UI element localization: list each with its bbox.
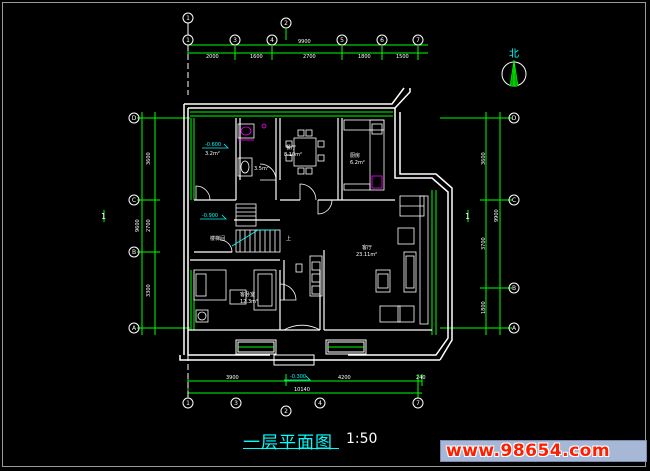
axis-right-A: A [512, 325, 517, 332]
staircase [231, 203, 281, 253]
bottom-dim-total: 10140 [294, 387, 310, 393]
storage-area: 3.5m² [254, 166, 269, 172]
left-dim-2: 2700 [146, 219, 152, 232]
right-dimension-chain [440, 112, 512, 335]
right-axis-bubbles [508, 112, 520, 334]
axis-top-3: 3 [233, 37, 237, 44]
living-room-furniture [375, 195, 429, 325]
dining-area: 8.10m² [284, 152, 302, 158]
axis-bottom-7: 7 [416, 400, 420, 407]
living-area: 23.11m² [356, 252, 377, 258]
drawing-scale: 1:50 [346, 431, 378, 447]
level-mid: -0.900 [202, 213, 218, 219]
interior-walls [188, 118, 432, 331]
top-dim-3: 2700 [303, 54, 316, 60]
right-dim-1: 3600 [481, 152, 487, 165]
bath-area: 3.2m² [205, 151, 220, 157]
axis-top-4: 4 [270, 37, 274, 44]
section-mark-left: 1 [101, 212, 106, 221]
title-underline [243, 448, 339, 449]
dining-label: 餐厅 [286, 144, 296, 151]
axis-left-A: A [132, 325, 137, 332]
up-arrow-label: 上 [286, 235, 291, 242]
left-dimension-chain [103, 112, 190, 335]
exterior-windows [190, 111, 437, 335]
axis-top-1: 1 [186, 37, 190, 44]
axis-top-1-upper: 1 [186, 15, 190, 22]
axis-top-6: 6 [380, 37, 384, 44]
axis-left-C: C [132, 197, 136, 204]
axis-right-D: D [512, 115, 517, 122]
level-entry: -0.300 [290, 374, 306, 380]
dining-table [285, 129, 325, 175]
top-dim-1: 2000 [206, 54, 219, 60]
drawing-title: 一层平面图 [243, 433, 333, 453]
right-dim-3: 1800 [481, 301, 487, 314]
top-dim-2: 1600 [250, 54, 263, 60]
top-axis-bubbles [182, 12, 424, 95]
stair-label: 楼梯间 [210, 235, 225, 242]
axis-bottom-2: 2 [284, 408, 288, 415]
left-dim-1: 3600 [146, 152, 152, 165]
bottom-dim-2: 4200 [338, 375, 351, 381]
left-dim-3: 3300 [146, 284, 152, 297]
bottom-dim-1: 3900 [226, 375, 239, 381]
right-dim-total: 9900 [494, 209, 500, 222]
left-dim-total: 9600 [135, 219, 141, 232]
axis-right-C: C [512, 197, 516, 204]
bedroom-label: 客卧室 [240, 291, 255, 298]
axis-top-2: 2 [284, 20, 288, 27]
bottom-dim-3: 240 [416, 375, 426, 381]
axis-left-B: B [132, 249, 136, 256]
kitchen-label: 厨房 [350, 152, 360, 159]
north-label: 北 [509, 48, 519, 60]
axis-bottom-1: 1 [186, 400, 190, 407]
exterior-walls [179, 87, 453, 361]
level-upper: -0.600 [205, 142, 221, 148]
bedroom-furniture [193, 269, 277, 323]
north-arrow [501, 59, 527, 87]
kitchen-area: 6.2m² [350, 160, 365, 166]
axis-bottom-4: 4 [318, 400, 322, 407]
axis-top-5: 5 [340, 37, 344, 44]
bottom-axis-bubbles [182, 355, 424, 417]
axis-right-B: B [512, 285, 516, 292]
top-dim-4: 1800 [358, 54, 371, 60]
section-mark-right: 1 [465, 212, 470, 221]
top-dim-total: 9900 [298, 39, 311, 45]
bathroom-fixtures [237, 123, 267, 177]
top-dim-5: 1500 [396, 54, 409, 60]
living-label: 客厅 [362, 244, 372, 251]
doors [195, 163, 333, 331]
hall-cabinet [295, 255, 323, 297]
watermark-bar [440, 440, 647, 462]
right-dim-2: 3700 [481, 237, 487, 250]
watermark-text: www.98654.com [446, 441, 611, 461]
axis-left-D: D [132, 115, 137, 122]
kitchen-counter [343, 119, 385, 191]
drawing-frame [2, 2, 646, 467]
axis-bottom-3: 3 [234, 400, 238, 407]
bay-windows [235, 339, 367, 366]
left-axis-bubbles [128, 112, 140, 334]
top-dimension-chain [187, 44, 428, 60]
bedroom-area: 12.3m² [240, 299, 258, 305]
axis-top-7: 7 [416, 37, 420, 44]
